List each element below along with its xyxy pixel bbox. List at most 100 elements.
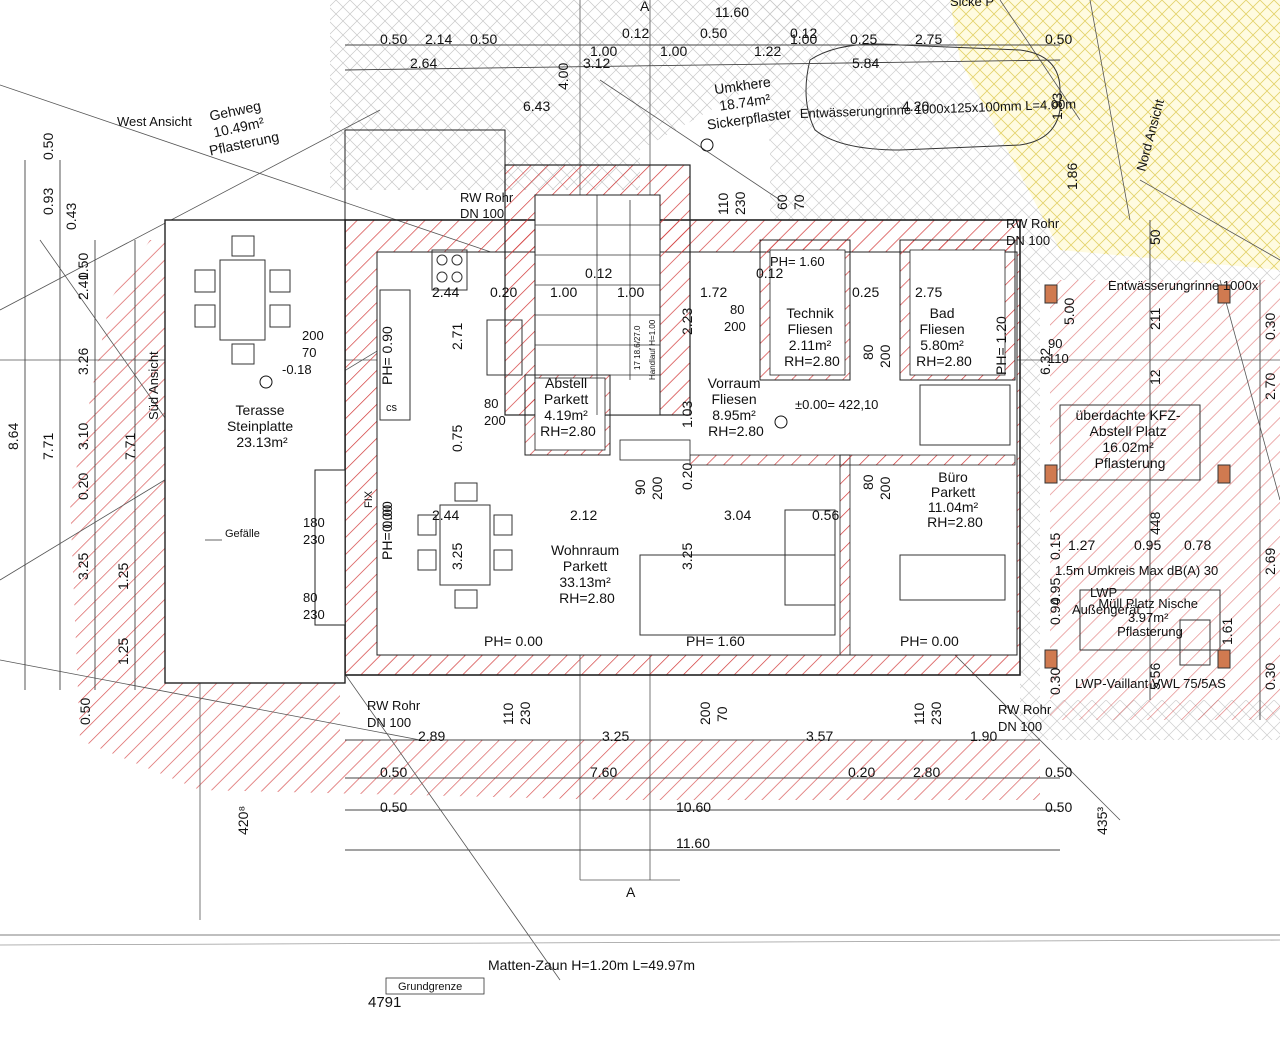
aussengeraet-label: Außengerät: [1072, 602, 1140, 617]
svg-text:0.20: 0.20: [679, 463, 695, 490]
svg-text:2.44: 2.44: [432, 284, 459, 300]
stufen-label: 17 18.6/27.0: [633, 325, 642, 370]
annotation-labels: West Ansicht Süd Ansicht Nord Ansicht Ge…: [117, 0, 1259, 1011]
svg-text:0.50: 0.50: [1045, 31, 1072, 47]
zaun-label: Matten-Zaun H=1.20m L=49.97m: [488, 957, 695, 973]
svg-text:1.72: 1.72: [700, 284, 727, 300]
svg-text:0.25: 0.25: [852, 284, 879, 300]
svg-text:5.00: 5.00: [1061, 298, 1077, 325]
svg-text:110: 110: [911, 702, 927, 725]
svg-text:200: 200: [877, 476, 893, 500]
ph-bad: PH= 1.20: [993, 316, 1009, 375]
svg-text:0.50: 0.50: [380, 31, 407, 47]
umkreis-label: 1.5m Umkreis Max dB(A) 30: [1055, 563, 1218, 578]
svg-text:7.71: 7.71: [122, 433, 138, 460]
svg-text:50: 50: [1147, 229, 1163, 245]
gefaelle-label: Gefälle: [225, 528, 260, 540]
dn100-4: DN 100: [998, 719, 1042, 734]
svg-text:5.84: 5.84: [852, 55, 879, 71]
sicke-label: Sicke P: [950, 0, 994, 9]
dn100-3: DN 100: [367, 715, 411, 730]
svg-text:1.00: 1.00: [590, 43, 617, 59]
entwaesserung-right: Entwässerungrinne 1000x: [1108, 278, 1259, 293]
svg-text:5.56: 5.56: [1147, 663, 1163, 690]
terasse-label: Terasse Steinplatte 23.13m²: [227, 402, 297, 450]
kfz-label: überdachte KFZ- Abstell Platz 16.02m² Pf…: [1076, 407, 1185, 471]
svg-text:1.86: 1.86: [1064, 163, 1080, 190]
svg-text:0.50: 0.50: [75, 253, 91, 280]
svg-text:0.12: 0.12: [756, 265, 783, 281]
svg-text:0.50: 0.50: [700, 25, 727, 41]
svg-text:0.50: 0.50: [470, 31, 497, 47]
rw-rohr-2: RW Rohr: [1006, 216, 1060, 231]
svg-text:90: 90: [632, 479, 648, 495]
svg-text:0.12: 0.12: [790, 25, 817, 41]
ph-technik: PH= 1.60: [770, 254, 825, 269]
muell-label: Müll Platz Nische 3.97m² Pflasterung: [1098, 596, 1201, 639]
svg-text:11.60: 11.60: [715, 4, 749, 20]
svg-text:1.25: 1.25: [115, 638, 131, 665]
svg-text:110: 110: [715, 192, 731, 215]
dimension-texts: 0.50 2.14 0.50 0.12 11.60 0.50 0.12 1.00…: [5, 4, 1278, 851]
svg-text:0.94: 0.94: [1047, 598, 1063, 625]
handlauf-label: Handlauf H=1.00: [648, 319, 657, 380]
svg-text:0.93: 0.93: [40, 188, 56, 215]
svg-text:3.10: 3.10: [75, 423, 91, 450]
svg-text:1.00: 1.00: [660, 43, 687, 59]
rw-rohr-3: RW Rohr: [367, 698, 421, 713]
svg-text:2.23: 2.23: [679, 308, 695, 335]
svg-text:3.25: 3.25: [602, 728, 629, 744]
svg-text:0.12: 0.12: [585, 265, 612, 281]
svg-text:200: 200: [649, 476, 665, 500]
sued-ansicht-label: Süd Ansicht: [146, 351, 161, 420]
ph-wohnraum-center: PH= 1.60: [686, 633, 745, 649]
svg-text:1.22: 1.22: [754, 43, 781, 59]
svg-text:3.25: 3.25: [679, 543, 695, 570]
svg-text:2.69: 2.69: [1262, 548, 1278, 575]
svg-text:0.95: 0.95: [1134, 537, 1161, 553]
svg-text:0.30: 0.30: [1262, 663, 1278, 690]
svg-text:3.25: 3.25: [449, 543, 465, 570]
svg-text:3.57: 3.57: [806, 728, 833, 744]
svg-text:6.43: 6.43: [523, 98, 550, 114]
svg-text:448: 448: [1147, 511, 1163, 535]
svg-text:0.25: 0.25: [850, 31, 877, 47]
cs-label: cs: [386, 402, 398, 414]
lwp-vaillant-label: LWP-Vaillant VWL 75/5AS: [1075, 676, 1226, 691]
svg-text:2.75: 2.75: [915, 284, 942, 300]
svg-text:2.14: 2.14: [425, 31, 452, 47]
svg-text:0.50: 0.50: [40, 133, 56, 160]
svg-text:0.15: 0.15: [1047, 533, 1063, 560]
svg-text:0.50: 0.50: [1045, 764, 1072, 780]
svg-text:2.80: 2.80: [913, 764, 940, 780]
abstell-label: Abstell Parkett 4.19m² RH=2.80: [540, 375, 596, 439]
svg-text:1.27: 1.27: [1068, 537, 1095, 553]
svg-text:0.95: 0.95: [1047, 578, 1063, 605]
svg-text:11.60: 11.60: [676, 835, 710, 851]
parapet-height-labels: PH= 0.00 PH= 1.60 PH= 0.00 PH= 1.60 PH= …: [379, 254, 1009, 649]
furniture: [194, 235, 1011, 636]
rw-rohr-4: RW Rohr: [998, 702, 1052, 717]
bad-label: Bad Fliesen 5.80m² RH=2.80: [916, 305, 972, 369]
svg-text:70: 70: [791, 194, 807, 210]
car-outline: [805, 43, 1061, 151]
svg-text:2.89: 2.89: [418, 728, 445, 744]
svg-text:6.32: 6.32: [1037, 348, 1053, 375]
svg-text:0.30: 0.30: [1047, 668, 1063, 695]
svg-text:1.90: 1.90: [970, 728, 997, 744]
svg-text:1.61: 1.61: [1219, 618, 1235, 645]
svg-text:230: 230: [517, 701, 533, 725]
level-terrace: -0.18: [282, 362, 312, 377]
svg-text:0.00: 0.00: [379, 505, 395, 532]
svg-text:0.43: 0.43: [63, 203, 79, 230]
svg-text:0.30: 0.30: [1262, 313, 1278, 340]
ph-kitchen: PH= 0.90: [379, 326, 395, 385]
fix-label: FIX: [363, 490, 375, 508]
svg-text:1.00: 1.00: [617, 284, 644, 300]
svg-text:2.12: 2.12: [570, 507, 597, 523]
